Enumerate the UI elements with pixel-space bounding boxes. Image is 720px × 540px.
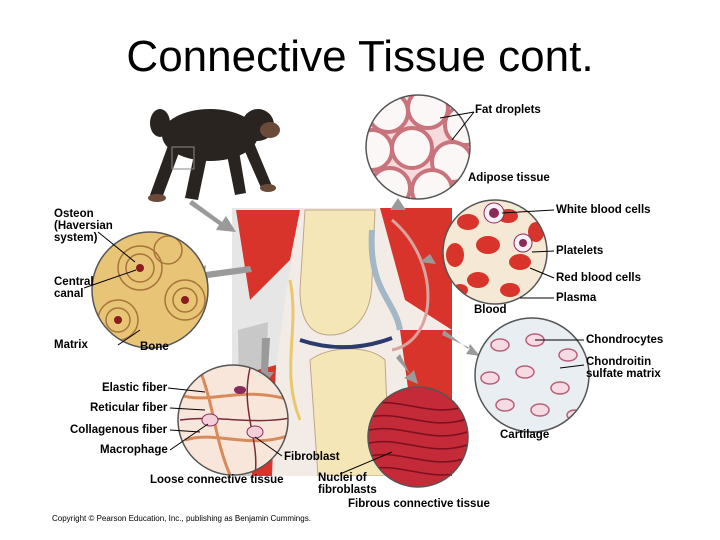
caption-loose-connective-tissue: Loose connective tissue bbox=[150, 474, 284, 486]
caption-cartilage: Cartilage bbox=[500, 429, 550, 441]
label-red-blood-cells: Red blood cells bbox=[556, 272, 641, 284]
caption-bone: Bone bbox=[140, 341, 169, 353]
chimpanzee-illustration bbox=[148, 109, 280, 202]
label-matrix: Matrix bbox=[54, 339, 88, 351]
label-leader-lines bbox=[83, 111, 585, 475]
caption-fibrous-connective-tissue: Fibrous connective tissue bbox=[348, 498, 490, 510]
label-fat-droplets: Fat droplets bbox=[475, 104, 541, 116]
caption-adipose-tissue: Adipose tissue bbox=[468, 172, 550, 184]
label-chondroitin-sulfate-matrix: Chondroitin sulfate matrix bbox=[586, 356, 661, 380]
label-macrophage: Macrophage bbox=[100, 444, 168, 456]
bone-circle bbox=[91, 231, 209, 349]
label-platelets: Platelets bbox=[556, 245, 604, 257]
label-collagenous-fiber: Collagenous fiber bbox=[70, 424, 168, 436]
adipose-tissue-circle bbox=[365, 94, 471, 200]
caption-blood: Blood bbox=[474, 304, 507, 316]
loose-connective-circle bbox=[177, 364, 289, 476]
label-chondrocytes: Chondrocytes bbox=[586, 334, 664, 346]
label-elastic-fiber: Elastic fiber bbox=[102, 382, 168, 394]
copyright-notice: Copyright © Pearson Education, Inc., pub… bbox=[52, 514, 311, 523]
label-reticular-fiber: Reticular fiber bbox=[90, 402, 168, 414]
label-fibroblast: Fibroblast bbox=[284, 451, 340, 463]
label-nuclei-of-fibroblasts: Nuclei of fibroblasts bbox=[318, 472, 377, 496]
label-white-blood-cells: White blood cells bbox=[556, 204, 651, 216]
label-osteon: Osteon (Haversian system) bbox=[54, 208, 113, 244]
label-plasma: Plasma bbox=[556, 292, 597, 304]
cartilage-circle bbox=[474, 317, 590, 433]
label-central-canal: Central canal bbox=[54, 276, 94, 300]
blood-circle bbox=[442, 199, 548, 305]
fibrous-connective-circle bbox=[367, 386, 469, 488]
page-title: Connective Tissue cont. bbox=[126, 32, 594, 81]
